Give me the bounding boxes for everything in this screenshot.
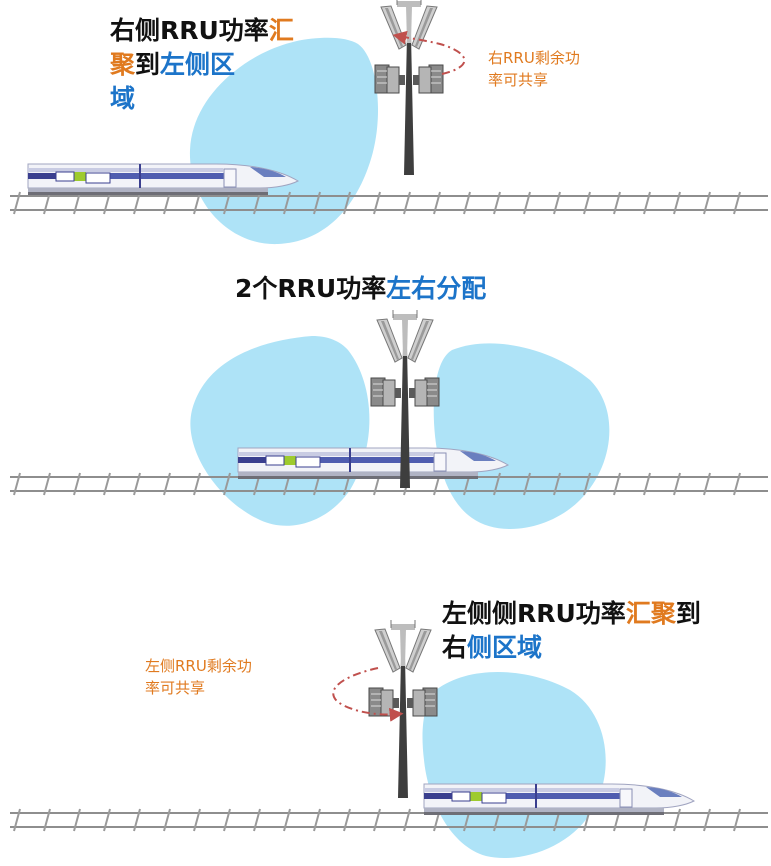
panel1-share-arrow (392, 30, 466, 75)
panel1-title-part4: 左侧区 (160, 50, 236, 79)
panel3-note-line1: 左侧RRU剩余功 (145, 657, 252, 675)
panel1-title-part3: 到 (135, 50, 161, 79)
panel3-note: 左侧RRU剩余功 率可共享 (145, 655, 252, 699)
panel2-coverage-lobe-left (190, 336, 370, 526)
panel1-note-line2: 率可共享 (488, 71, 549, 89)
panel1-title-part1: 右侧RRU功率 (110, 16, 269, 45)
panel3-title: 左侧侧RRU功率汇聚到右侧区域 (442, 597, 742, 665)
panel3-train (423, 783, 695, 816)
panel2-train (237, 447, 509, 480)
panel3-title-part3: 到 (675, 599, 701, 628)
panel2-coverage-lobe-right (433, 343, 610, 530)
panel2-scene (9, 309, 769, 530)
panel3-coverage-lobe (422, 671, 606, 859)
panel2-title-part1: 2个RRU功率 (235, 274, 387, 303)
panel3-title-part4: 右 (442, 633, 468, 662)
panel2-title: 2个RRU功率左右分配 (235, 272, 486, 306)
panel2-title-part2: 左右分配 (386, 274, 487, 303)
panel1-train (27, 163, 299, 196)
panel1-title: 右侧RRU功率汇聚到左侧区域 (110, 14, 295, 116)
panel3-title-part2: 汇聚 (625, 599, 676, 628)
panel1-note-line1: 右RRU剩余功 (488, 49, 580, 67)
panel3-title-part5: 侧区域 (467, 633, 543, 662)
panel3-title-part1: 左侧侧RRU功率 (442, 599, 626, 628)
panel1-title-part5: 域 (110, 84, 136, 113)
panel1-note: 右RRU剩余功 率可共享 (488, 47, 580, 91)
panel3-scene (9, 619, 769, 859)
panel3-note-line2: 率可共享 (145, 679, 206, 697)
panel1-scene (9, 0, 769, 245)
panel1-title-part2: 汇聚 (110, 16, 294, 79)
panel1-rail-track (9, 191, 769, 215)
panel1-rru-tower (374, 0, 444, 176)
